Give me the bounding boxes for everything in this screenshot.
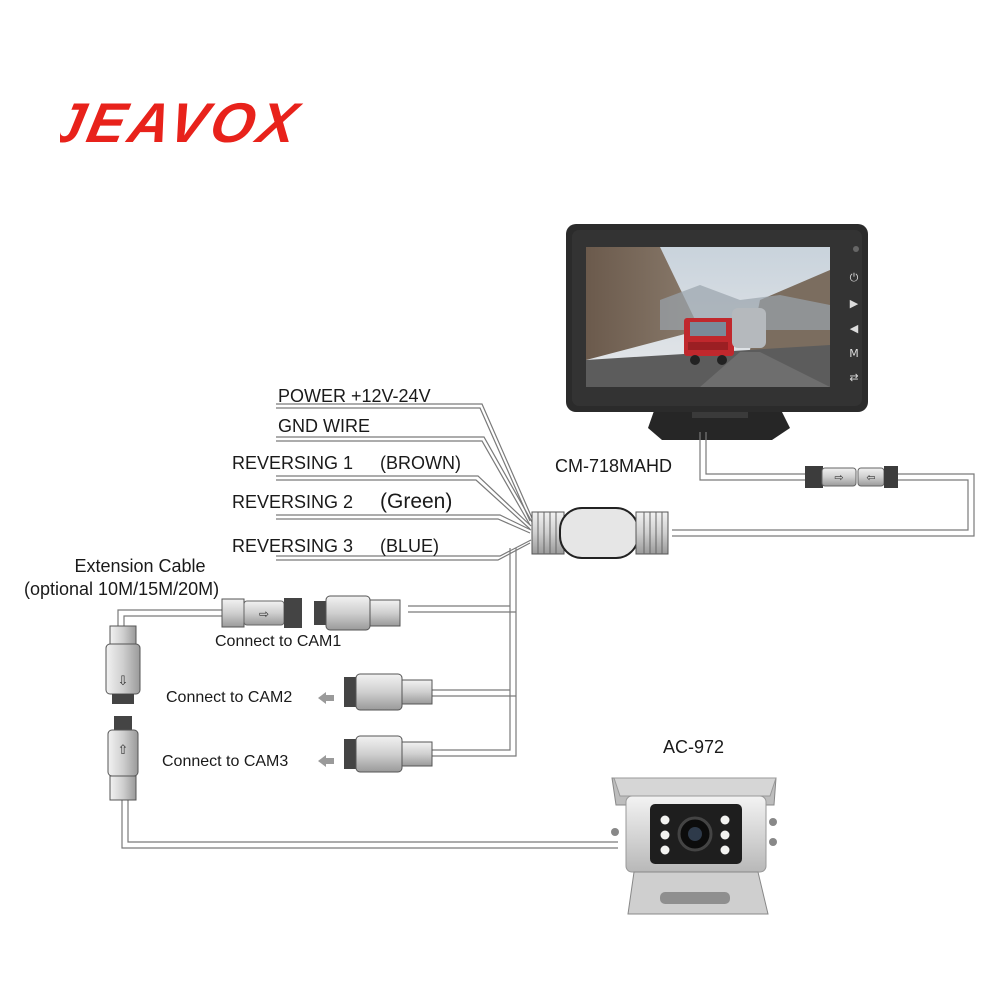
svg-text:⇩: ⇩: [118, 674, 129, 689]
camera-model-label: AC-972: [663, 737, 725, 757]
combiner-box: [531, 507, 669, 559]
extension-cable-options: (optional 10M/15M/20M): [24, 579, 220, 599]
wire-label-reversing-3: REVERSING 3: [232, 536, 354, 556]
cam2-label: Connect to CAM2: [166, 689, 293, 706]
cam3-arrow-icon: [318, 755, 334, 767]
extension-cable-title: Extension Cable: [74, 556, 206, 576]
wire-label-reversing-2: REVERSING 2: [232, 492, 354, 512]
cam2-connector: [344, 673, 433, 711]
svg-text:⇨: ⇨: [259, 607, 269, 621]
cables: [117, 403, 975, 849]
wire-color-reversing-2: (Green): [380, 490, 453, 513]
menu-button: M: [849, 347, 859, 360]
monitor-buttons: ⏻ ▶ ◀ M ⇄: [849, 271, 859, 384]
mode-button: ⇄: [849, 371, 858, 384]
svg-text:⇧: ⇧: [118, 743, 129, 758]
monitor-screen: [586, 247, 830, 387]
wire-color-reversing-3: (BLUE): [380, 536, 440, 556]
cam3-label: Connect to CAM3: [162, 753, 289, 770]
direction-arrows: [318, 692, 334, 767]
cam1-label: Connect to CAM1: [215, 633, 342, 650]
jeavox-logo: JEAVOX: [60, 92, 307, 152]
power-button: ⏻: [850, 271, 859, 284]
svg-text:⇦: ⇦: [866, 471, 875, 484]
monitor: ⏻ ▶ ◀ M ⇄: [566, 224, 868, 440]
prev-button: ◀: [850, 322, 859, 335]
monitor-model-label: CM-718MAHD: [555, 456, 673, 476]
next-button: ▶: [850, 297, 859, 310]
wire-label-reversing-1: REVERSING 1: [232, 453, 354, 473]
cam3-connector: [344, 735, 433, 773]
wire-label-gnd: GND WIRE: [278, 416, 370, 436]
cam2-arrow-icon: [318, 692, 334, 704]
cam1-connector: ⇨: [221, 595, 401, 631]
camera: [611, 777, 777, 915]
svg-text:JEAVOX: JEAVOX: [60, 92, 307, 152]
svg-text:⇨: ⇨: [834, 471, 843, 484]
wire-color-reversing-1: (BROWN): [380, 453, 461, 473]
wire-label-power: POWER +12V-24V: [278, 386, 431, 406]
extension-connector: ⇩ ⇧: [105, 625, 141, 801]
monitor-cable-connector: ⇨ ⇦: [805, 466, 898, 488]
